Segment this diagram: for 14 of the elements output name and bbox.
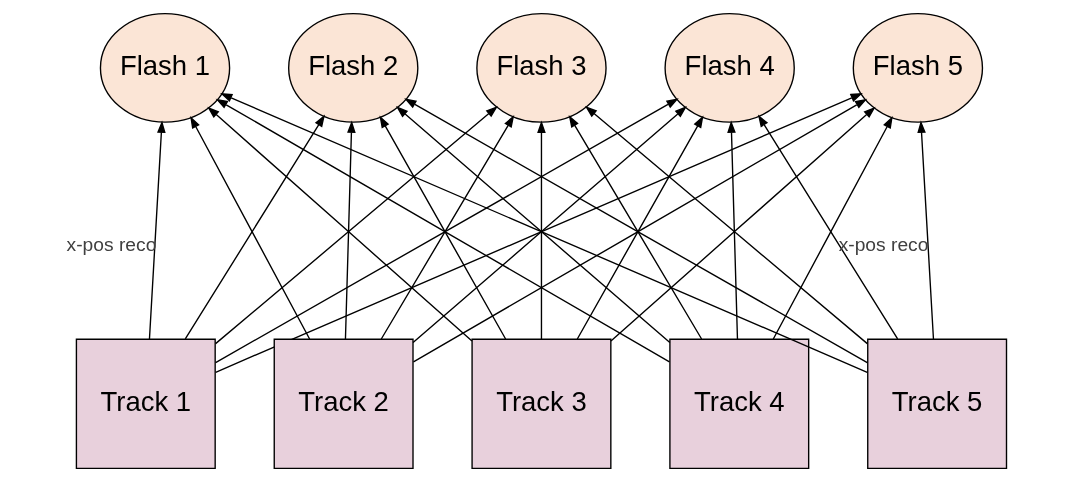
node-box: Track 5 [867,338,1008,470]
node-box: Track 4 [669,338,810,470]
arrow [148,120,166,340]
arrow [757,114,899,340]
node-ellipse: Flash 3 [476,12,607,123]
node-box: Track 1 [75,338,216,470]
edge-label: x-pos reco [838,233,929,255]
arrow [344,120,356,340]
arrow [727,120,739,340]
arrow [917,120,935,340]
node-box: Track 3 [471,338,612,470]
arrow [772,116,893,340]
node-box: Track 2 [273,338,414,470]
arrow [537,120,546,340]
